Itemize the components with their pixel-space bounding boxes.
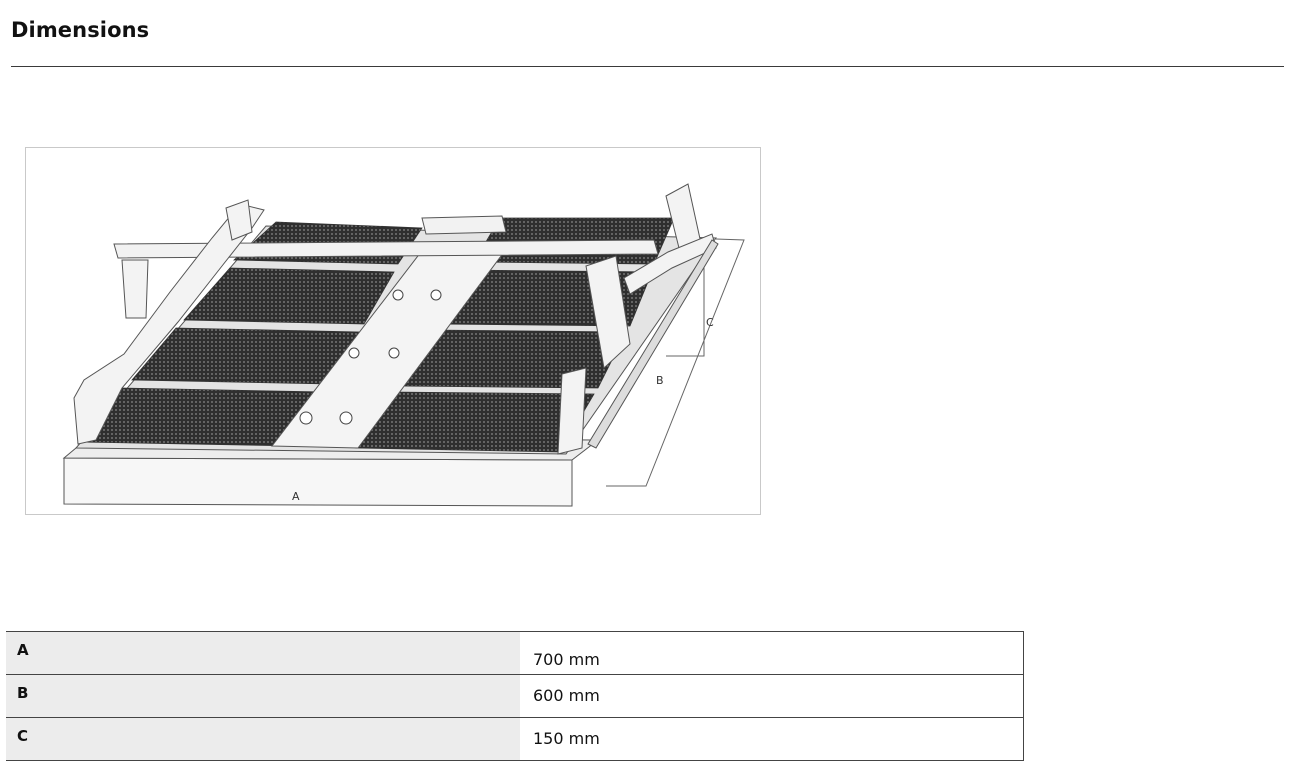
dimension-label-a: A [292,490,300,503]
dimension-key: A [6,631,520,675]
page-title: Dimensions [11,18,150,42]
table-row: B 600 mm [6,674,1024,718]
title-divider [11,66,1284,67]
table-row: A 700 mm [6,631,1024,675]
dimension-guide-b [606,238,745,487]
dimensions-table: A 700 mm B 600 mm C 150 mm [6,631,1024,761]
product-drawing-svg: A B C [62,183,745,507]
top-rail [113,215,659,259]
dimension-value: 700 mm [520,631,1024,675]
dimension-label-b: B [656,374,664,387]
center-plate-holes [299,289,442,425]
product-drawing: A B C [25,147,761,515]
dimension-guide-c [666,240,705,357]
dimension-key: B [6,674,520,718]
dimension-value: 150 mm [520,717,1024,761]
mesh-panel [183,267,395,325]
dimension-label-c: C [706,316,714,329]
dimension-value: 600 mm [520,674,1024,718]
table-row: C 150 mm [6,717,1024,761]
right-bracket [557,183,719,455]
left-bracket [73,199,265,445]
dimension-key: C [6,717,520,761]
